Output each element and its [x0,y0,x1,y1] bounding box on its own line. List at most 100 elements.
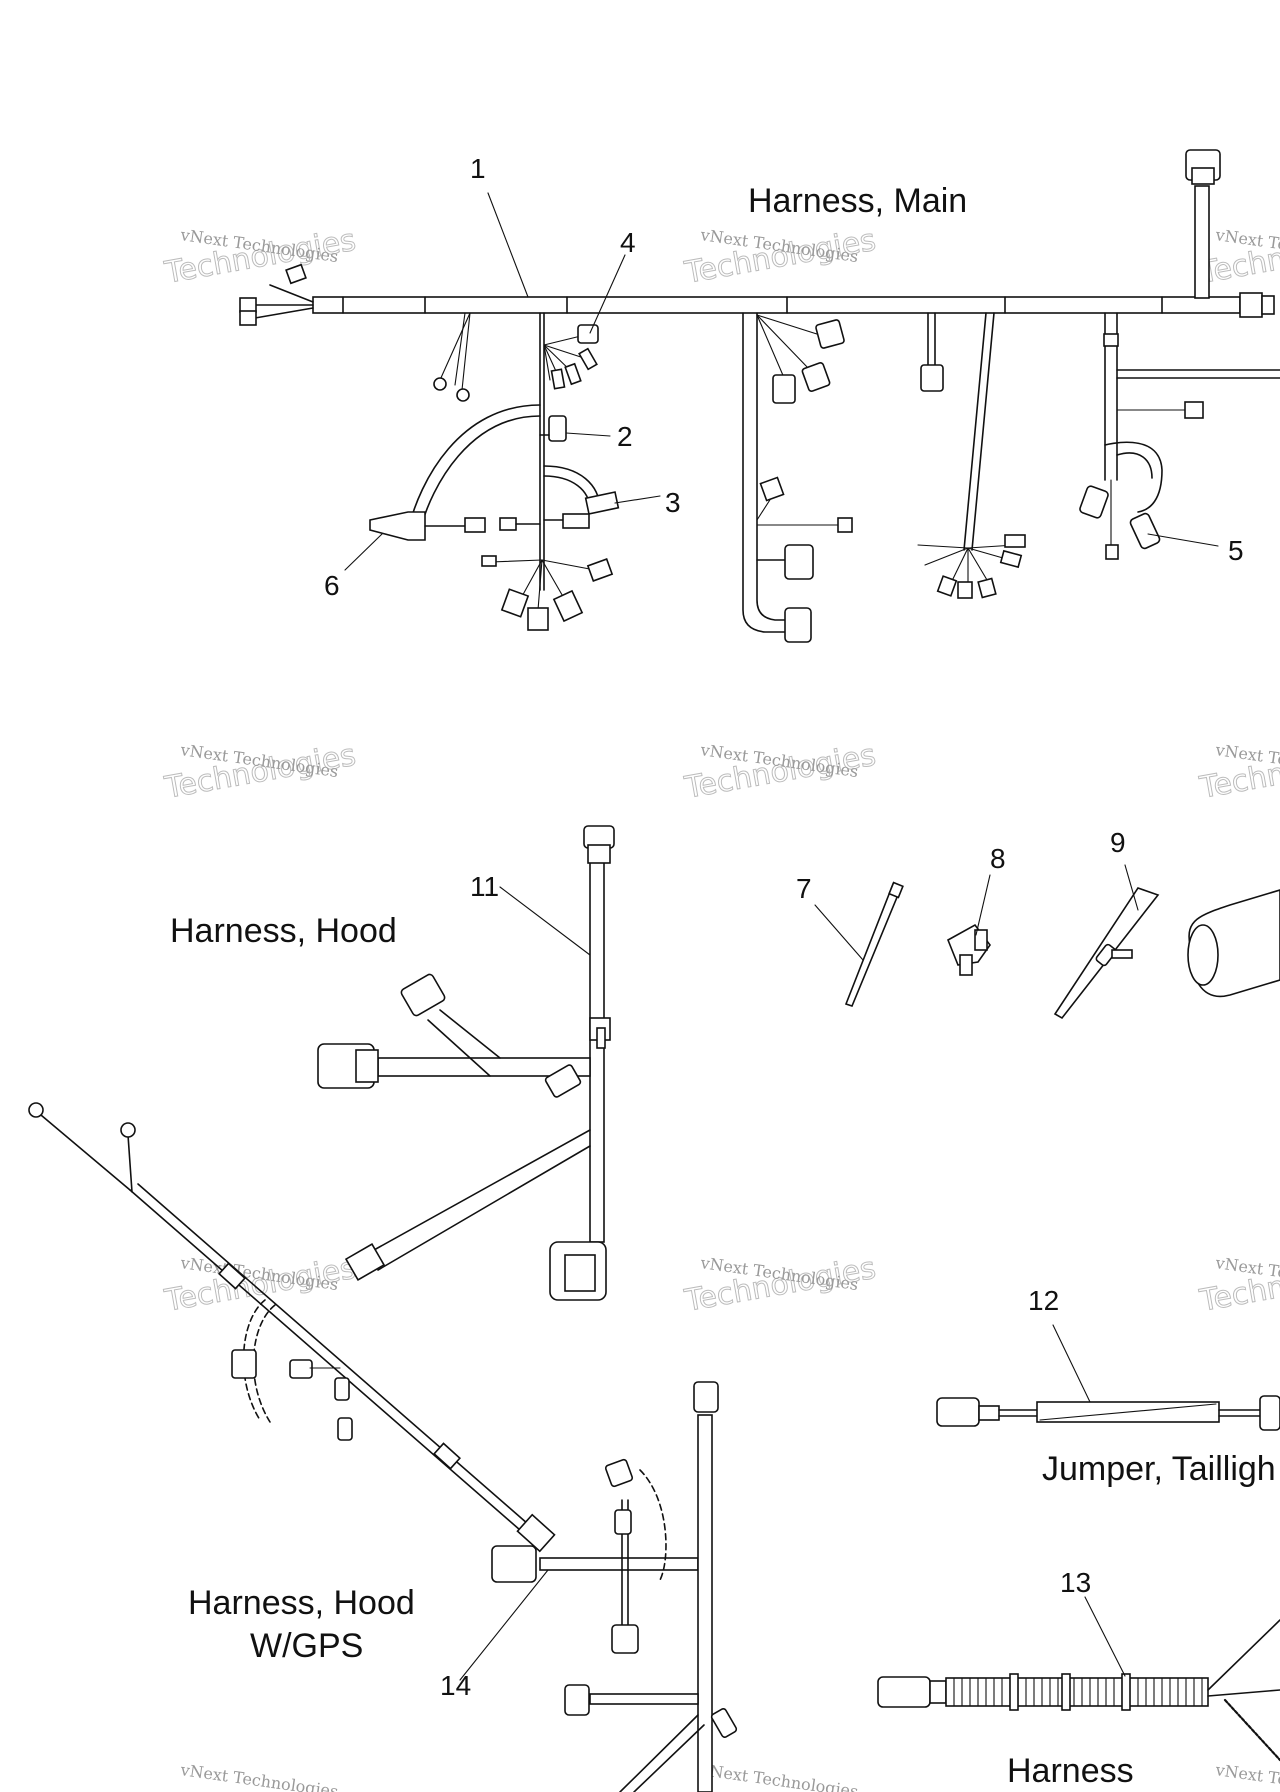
watermark: vNext Technologies [698,1760,859,1792]
main-harness-drawing [239,149,1280,643]
connector [1184,401,1204,419]
connector [584,491,620,515]
callout-7: 7 [796,873,812,904]
connector [548,415,567,442]
title-harness-hood-gps-line2: W/GPS [250,1627,363,1665]
connector [936,1397,980,1427]
callout-4: 4 [620,227,636,258]
ring-terminal [28,1102,44,1118]
connector [759,476,785,502]
callout-9: 9 [1110,827,1126,858]
connector [693,1381,719,1413]
connector [957,581,973,599]
title-harness-main: Harness, Main [748,182,967,220]
connector [604,1458,634,1488]
connector [239,310,257,326]
ring-terminal [433,377,447,391]
hood-harness-drawing [317,825,615,1301]
connector [289,1359,313,1379]
watermark: vNext Technologies [178,1760,339,1792]
connector [920,364,944,392]
watermark: vNext Technologies Technologies [681,222,879,291]
small-parts-drawing [814,864,1280,1020]
svg-text:vNext Technologies: vNext Technologies [178,1760,339,1792]
connector [400,973,446,1017]
callout-2: 2 [617,421,633,452]
ring-terminal [120,1122,136,1138]
connector [801,362,831,392]
connector [1239,292,1263,318]
svg-text:vNext Technologies: vNext Technologies [1213,1760,1280,1792]
connector [1079,485,1109,519]
connector [334,1377,350,1401]
callout-12: 12 [1028,1285,1059,1316]
callout-3: 3 [665,487,681,518]
connector [977,577,997,599]
watermark: vNext Technologies [1213,1760,1280,1792]
connector [936,575,958,597]
connector [344,1243,386,1281]
electric-start-harness-drawing [877,1596,1280,1762]
connector [544,1064,582,1098]
connector [527,607,549,631]
callout-11: 11 [470,871,499,902]
watermarks: vNext Technologies Technologies vNext Te… [161,222,1280,1792]
connector [239,297,257,313]
connector [337,1417,353,1441]
connector [464,517,486,533]
callout-5: 5 [1228,535,1244,566]
connector [552,589,584,623]
watermark: vNext Technologies Technologies [1196,1250,1280,1319]
connector [784,607,812,643]
ring-terminal [456,388,470,402]
connector [877,1676,931,1708]
watermark: vNext Technologies Technologies [161,222,359,291]
hood-trunk [589,861,605,1243]
title-harness-electric-start-line1: Harness [1007,1752,1134,1790]
connector [481,555,497,567]
connector [564,1684,590,1716]
callout-6: 6 [324,570,340,601]
connector [1105,544,1119,560]
title-harness-hood-gps-line1: Harness, Hood [188,1584,415,1622]
jumper-taillight-drawing [936,1324,1280,1431]
callout-8: 8 [990,843,1006,874]
connector [710,1708,738,1738]
boot [369,511,426,541]
cable-tie [844,882,901,1007]
connector [614,1509,632,1535]
connector [562,513,590,529]
connector [1103,333,1119,347]
connector [837,517,853,533]
connector [1129,512,1161,550]
connector [491,1545,537,1583]
connector [815,319,845,349]
corrugated-loom [945,1677,1209,1707]
watermark: vNext Technologies Technologies [161,1250,359,1319]
connector [577,324,599,344]
hood-gps-harness-drawing [28,1102,738,1792]
connector [586,558,614,582]
watermark: vNext Technologies Technologies [681,1250,879,1319]
connector [772,374,796,404]
connector [999,549,1023,569]
callout-14: 14 [440,1670,471,1701]
connector [500,588,530,618]
connector [611,1624,639,1654]
connector [231,1349,257,1379]
main-harness-trunk [312,296,1241,314]
title-jumper-taillight: Jumper, Tailligh [1042,1450,1276,1488]
svg-text:vNext Technologies: vNext Technologies [698,1760,859,1792]
connector [285,263,307,285]
connector [1004,534,1026,548]
watermark: vNext Technologies Technologies [681,737,879,806]
title-harness-hood: Harness, Hood [170,912,397,950]
callout-1: 1 [470,153,486,184]
connector [1259,1395,1280,1431]
connector [516,1513,556,1553]
connector [499,517,517,531]
callout-13: 13 [1060,1567,1091,1598]
watermark: vNext Technologies Technologies [1196,737,1280,806]
watermark: vNext Technologies Technologies [161,737,359,806]
